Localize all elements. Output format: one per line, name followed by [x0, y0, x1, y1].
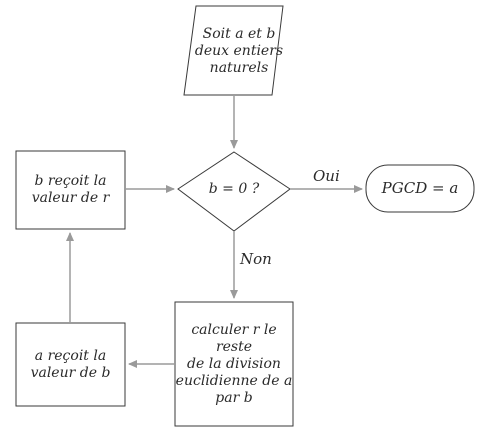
compute-box	[174, 301, 294, 427]
start-label: Soit a et b deux entiers naturels	[194, 25, 284, 76]
compute-label: calculer r le reste de la division eucli…	[175, 321, 293, 406]
yes-label: Oui	[313, 167, 340, 185]
result-label: PGCD = a	[381, 179, 459, 197]
start-parallelogram	[183, 5, 284, 96]
assign-a-box	[15, 322, 126, 407]
assign-a-label: a reçoit la valeur de b	[30, 347, 111, 381]
result-terminal	[365, 164, 475, 213]
assign-b-label: b reçoit la valeur de r	[31, 173, 110, 206]
assign-b-box	[15, 150, 126, 230]
no-label: Non	[240, 250, 272, 268]
decision-label: b = 0 ?	[208, 180, 260, 197]
